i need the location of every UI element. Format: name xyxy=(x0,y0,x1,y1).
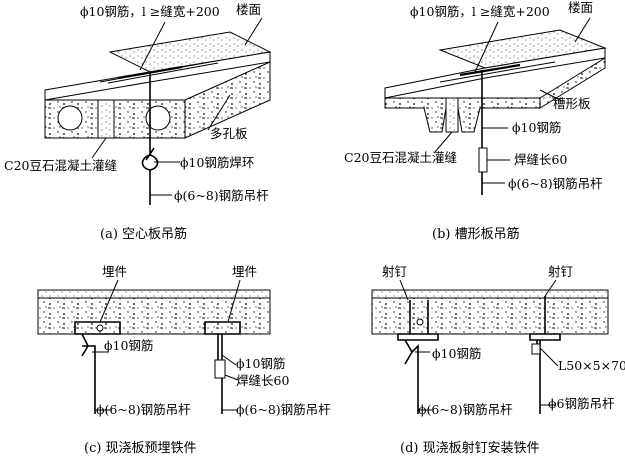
d-label-nail-right: 射钉 xyxy=(548,264,574,279)
panel-a-hollow-slab xyxy=(44,17,272,205)
slab-section-d xyxy=(371,297,609,335)
c-label-embed-left: 埋件 xyxy=(102,264,127,279)
c-label-bar-right: ϕ10钢筋 xyxy=(236,356,285,371)
d-label-angle: L50×5×70 xyxy=(558,358,625,373)
c-caption: (c) 现浇板预埋铁件 xyxy=(84,441,197,456)
a-label-floor: 楼面 xyxy=(236,2,261,17)
b-label-rod: ϕ(6~8)钢筋吊杆 xyxy=(508,176,603,191)
c-label-embed-right: 埋件 xyxy=(232,264,257,279)
grout-joint-b xyxy=(445,97,459,133)
d-label-rod-right: ϕ6钢筋吊杆 xyxy=(548,396,615,411)
a-label-slab: 多孔板 xyxy=(210,126,248,141)
d-label-bar: ϕ10钢筋 xyxy=(432,346,481,361)
d-caption: (d) 现浇板射钉安装铁件 xyxy=(400,440,540,456)
d-label-rod-left: ϕ(6~8)钢筋吊杆 xyxy=(418,402,513,417)
panel-b-channel-slab xyxy=(384,17,607,195)
b-label-bar: ϕ10钢筋 xyxy=(512,120,561,135)
b-label-top: ϕ10钢筋，l ≥缝宽+200 xyxy=(410,4,550,19)
c-label-rod-right: ϕ(6~8)钢筋吊杆 xyxy=(236,402,331,417)
b-label-joint: C20豆石混凝土灌缝 xyxy=(344,150,457,165)
a-label-top: ϕ10钢筋，l ≥缝宽+200 xyxy=(80,4,220,19)
b-label-weld: 焊缝长60 xyxy=(514,152,567,167)
c-label-weld: 焊缝长60 xyxy=(236,373,289,388)
b-caption: (b) 槽形板吊筋 xyxy=(432,226,520,242)
a-label-joint: C20豆石混凝土灌缝 xyxy=(4,158,117,173)
a-caption: (a) 空心板吊筋 xyxy=(100,226,187,242)
a-label-rod: ϕ(6~8)钢筋吊杆 xyxy=(174,188,269,203)
slab-top-d xyxy=(371,289,609,299)
grout-joint-a xyxy=(97,99,115,139)
c-label-bar-left: ϕ10钢筋 xyxy=(104,338,153,353)
c-label-rod-left: ϕ(6~8)钢筋吊杆 xyxy=(96,402,191,417)
hanger-a xyxy=(141,72,159,205)
b-label-slab: 槽形板 xyxy=(553,96,591,111)
a-label-ring: ϕ10钢筋焊环 xyxy=(180,155,254,170)
d-label-nail-left: 射钉 xyxy=(382,264,408,279)
slab-section-c xyxy=(37,297,271,335)
panel-c-embedded-plate xyxy=(37,279,271,414)
panel-d-power-nail xyxy=(371,279,609,414)
b-label-floor: 楼面 xyxy=(568,0,593,15)
